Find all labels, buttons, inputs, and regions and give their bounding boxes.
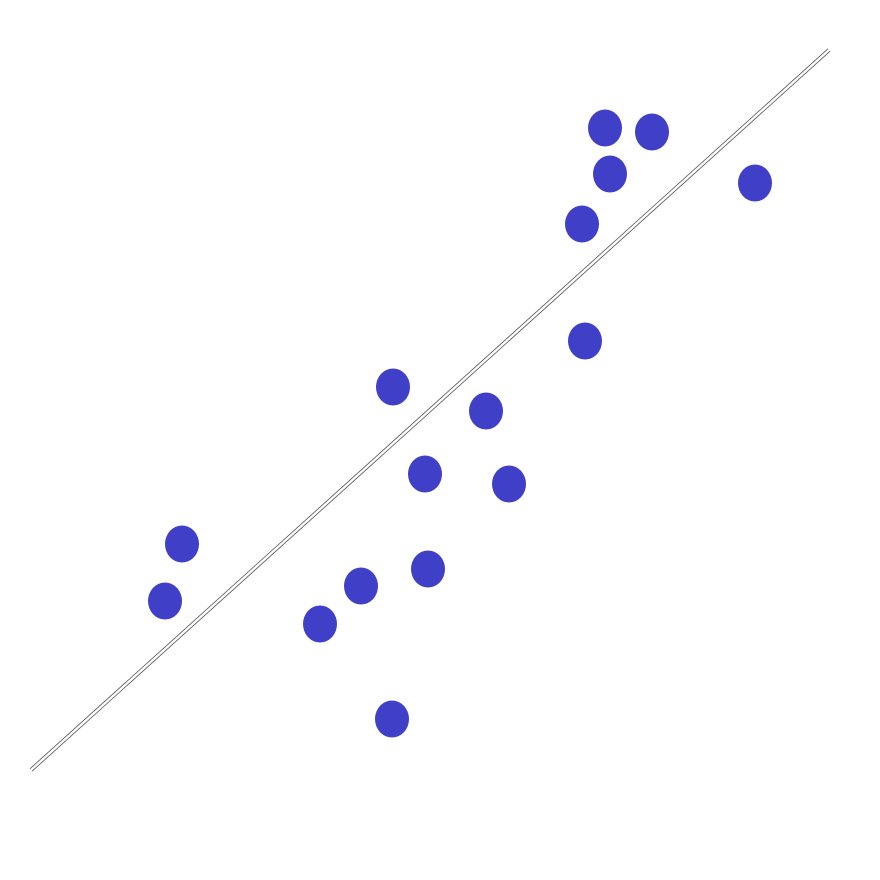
data-point	[411, 550, 445, 588]
data-point	[565, 205, 599, 243]
data-point	[303, 605, 337, 643]
data-point	[492, 465, 526, 503]
data-point	[469, 392, 503, 430]
data-point	[593, 155, 627, 193]
data-point	[344, 567, 378, 605]
data-point	[376, 368, 410, 406]
data-points	[148, 109, 772, 738]
data-point	[148, 582, 182, 620]
data-point	[635, 113, 669, 151]
trend-line-stroke-1	[29, 48, 829, 770]
trend-line-stroke-2	[31, 50, 831, 772]
data-point	[738, 164, 772, 202]
trend-line-group	[29, 48, 831, 772]
data-point	[408, 455, 442, 493]
data-point	[568, 322, 602, 360]
data-point	[588, 109, 622, 147]
data-point	[375, 700, 409, 738]
data-point	[165, 525, 199, 563]
